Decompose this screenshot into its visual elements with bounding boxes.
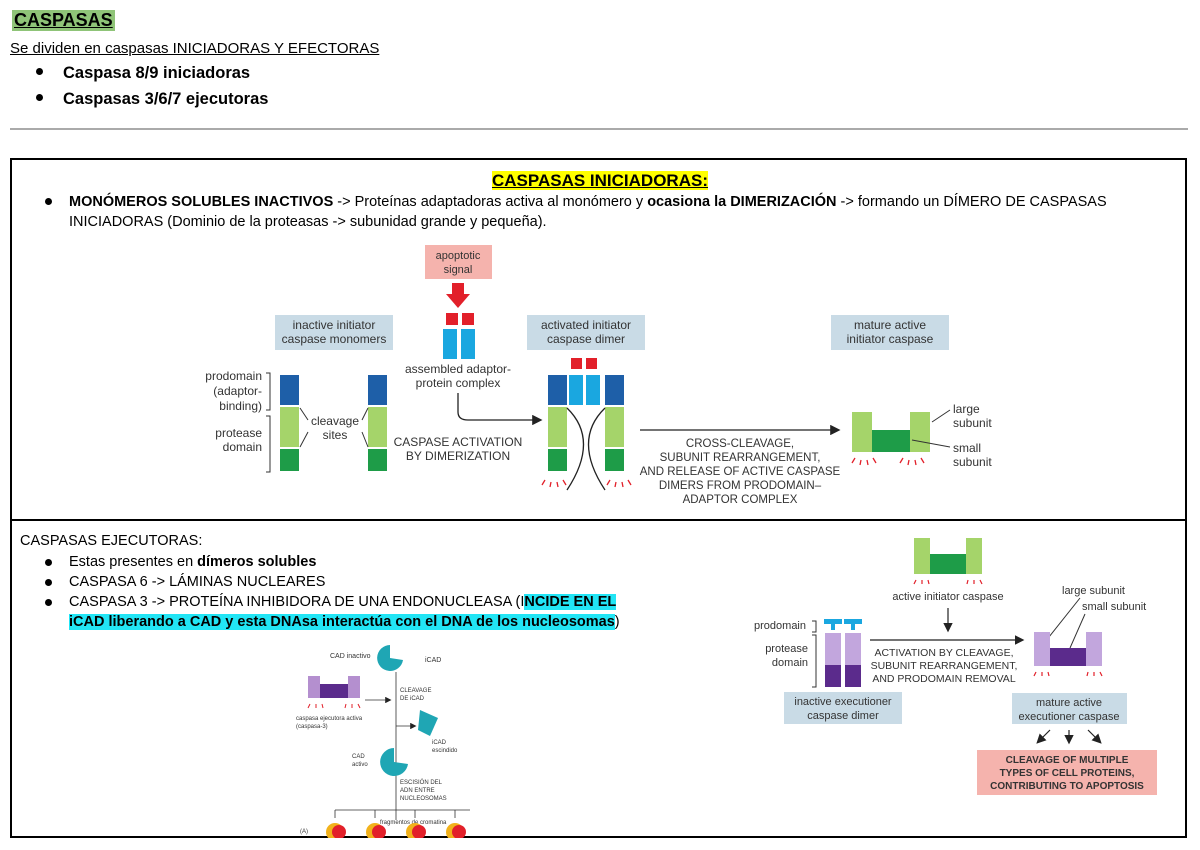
- svg-text:domain: domain: [772, 657, 808, 669]
- svg-text:active initiator caspase: active initiator caspase: [892, 591, 1003, 603]
- svg-text:CAD: CAD: [352, 754, 365, 760]
- svg-text:protein complex: protein complex: [416, 376, 501, 390]
- svg-text:prodomain: prodomain: [205, 369, 262, 383]
- svg-text:DIMERS FROM PRODOMAIN–: DIMERS FROM PRODOMAIN–: [659, 480, 822, 492]
- svg-text:escindido: escindido: [432, 748, 458, 754]
- svg-text:mature active: mature active: [854, 318, 926, 332]
- bullet-iniciadoras: Caspasa 8/9 iniciadoras: [36, 64, 250, 83]
- svg-text:protease: protease: [765, 643, 808, 655]
- svg-text:subunit: subunit: [953, 416, 992, 430]
- executioners-bullet-1: Estas presentes en dímeros solubles: [69, 554, 317, 570]
- svg-text:fragmentos de cromatina: fragmentos de cromatina: [380, 820, 447, 826]
- executioners-bullet-3-cont: iCAD liberando a CAD y esta DNAsa intera…: [69, 614, 620, 630]
- svg-text:small subunit: small subunit: [1082, 601, 1146, 613]
- executioners-bullet-3: CASPASA 3 -> PROTEÍNA INHIBIDORA DE UNA …: [69, 594, 617, 610]
- executioners-box: [10, 520, 1187, 838]
- executioners-bullet-2: CASPASA 6 -> LÁMINAS NUCLEARES: [69, 574, 326, 590]
- apoptotic-signal-box: [425, 245, 492, 279]
- svg-text:ACTIVATION BY CLEAVAGE,: ACTIVATION BY CLEAVAGE,: [874, 647, 1013, 659]
- bullet-dot: [36, 68, 43, 76]
- bullet-dot: [36, 94, 43, 102]
- svg-text:executioner caspase: executioner caspase: [1019, 711, 1120, 723]
- page-title: CASPASAS: [12, 10, 115, 31]
- divider: [10, 128, 1188, 130]
- arrow-down-icon: [446, 294, 470, 308]
- svg-text:SUBUNIT REARRANGEMENT,: SUBUNIT REARRANGEMENT,: [660, 452, 821, 464]
- svg-text:CAD inactivo: CAD inactivo: [330, 653, 371, 660]
- svg-text:activo: activo: [352, 762, 368, 768]
- svg-text:CLEAVAGE: CLEAVAGE: [400, 688, 431, 694]
- svg-text:inactive executioner: inactive executioner: [794, 696, 892, 708]
- svg-text:NUCLEOSOMAS: NUCLEOSOMAS: [400, 796, 447, 802]
- svg-text:activated initiator: activated initiator: [541, 318, 631, 332]
- svg-text:caspasa ejecutora activa: caspasa ejecutora activa: [296, 716, 363, 722]
- svg-text:CASPASE ACTIVATION: CASPASE ACTIVATION: [394, 435, 523, 449]
- svg-text:DE iCAD: DE iCAD: [400, 696, 425, 702]
- cad-figure: CAD inactivo iCAD caspasa ejecutora acti…: [296, 645, 470, 838]
- svg-text:apoptotic: apoptotic: [436, 250, 481, 262]
- svg-text:iCAD: iCAD: [432, 740, 447, 746]
- svg-text:ESCISIÓN DEL: ESCISIÓN DEL: [400, 779, 443, 786]
- svg-text:domain: domain: [223, 440, 262, 454]
- executioner-activation-figure: active initiator caspase prodomain prote…: [754, 538, 1157, 795]
- initiators-title: CASPASAS INICIADORAS:: [492, 171, 708, 190]
- bullet-dot: [45, 579, 52, 586]
- svg-text:caspase dimer: caspase dimer: [547, 332, 625, 346]
- svg-text:binding): binding): [219, 399, 262, 413]
- bullet-ejecutoras: Caspasas 3/6/7 ejecutoras: [36, 90, 268, 109]
- svg-text:AND RELEASE OF ACTIVE CASPASE: AND RELEASE OF ACTIVE CASPASE: [640, 466, 841, 478]
- svg-text:CROSS-CLEAVAGE,: CROSS-CLEAVAGE,: [686, 438, 794, 450]
- subtitle: Se dividen en caspasas INICIADORAS Y EFE…: [10, 40, 380, 57]
- svg-text:initiator caspase: initiator caspase: [847, 332, 934, 346]
- svg-text:assembled adaptor-: assembled adaptor-: [405, 362, 511, 376]
- svg-text:AND PRODOMAIN REMOVAL: AND PRODOMAIN REMOVAL: [872, 673, 1015, 685]
- svg-text:sites: sites: [323, 428, 348, 442]
- executioners-title: CASPASAS EJECUTORAS:: [20, 533, 203, 549]
- bullet-dot: [45, 198, 52, 205]
- svg-text:large subunit: large subunit: [1062, 585, 1125, 597]
- initiators-box: [10, 158, 1187, 520]
- svg-text:large: large: [953, 402, 980, 416]
- svg-text:ADN ENTRE: ADN ENTRE: [400, 788, 435, 794]
- svg-text:BY DIMERIZATION: BY DIMERIZATION: [406, 449, 510, 463]
- initiators-paragraph: MONÓMEROS SOLUBLES INACTIVOS -> Proteína…: [69, 194, 1107, 230]
- bullet-dot: [45, 559, 52, 566]
- svg-text:prodomain: prodomain: [754, 620, 806, 632]
- svg-text:subunit: subunit: [953, 455, 992, 469]
- svg-text:TYPES OF CELL PROTEINS,: TYPES OF CELL PROTEINS,: [1000, 768, 1135, 779]
- svg-text:(adaptor-: (adaptor-: [213, 384, 262, 398]
- bullet-dot: [45, 599, 52, 606]
- svg-text:cleavage: cleavage: [311, 414, 359, 428]
- svg-text:CLEAVAGE OF MULTIPLE: CLEAVAGE OF MULTIPLE: [1006, 755, 1129, 766]
- svg-text:(A): (A): [300, 829, 308, 835]
- svg-text:(caspasa-3): (caspasa-3): [296, 724, 328, 730]
- svg-text:signal: signal: [444, 264, 473, 276]
- svg-text:iCAD: iCAD: [425, 657, 441, 664]
- svg-text:protease: protease: [215, 426, 262, 440]
- initiator-activation-figure: apoptotic signal assembled adaptor- prot…: [205, 245, 992, 506]
- svg-text:caspase monomers: caspase monomers: [282, 332, 387, 346]
- svg-text:CONTRIBUTING TO APOPTOSIS: CONTRIBUTING TO APOPTOSIS: [990, 781, 1144, 792]
- svg-text:ADAPTOR COMPLEX: ADAPTOR COMPLEX: [683, 494, 798, 506]
- svg-text:small: small: [953, 441, 981, 455]
- svg-text:inactive initiator: inactive initiator: [293, 318, 376, 332]
- svg-text:mature active: mature active: [1036, 697, 1102, 709]
- svg-text:SUBUNIT REARRANGEMENT,: SUBUNIT REARRANGEMENT,: [871, 660, 1018, 672]
- svg-text:caspase dimer: caspase dimer: [807, 710, 879, 722]
